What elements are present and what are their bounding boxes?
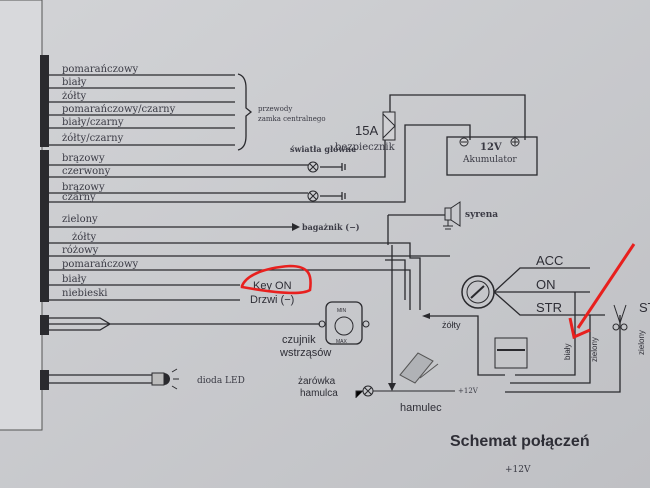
- alarm-unit: [0, 0, 43, 431]
- siren-icon: [443, 201, 461, 230]
- led-icon: [151, 372, 165, 386]
- sensor-label: czujnik: [282, 334, 316, 346]
- sensor-max: MAX: [336, 339, 348, 345]
- diagram-title: Schemat połączeń: [450, 433, 590, 450]
- wire-label: biały: [62, 77, 87, 88]
- wire-label: biały: [62, 274, 87, 285]
- central-lock-label: przewody: [258, 105, 292, 113]
- red-annotation-arrow: [576, 243, 636, 329]
- battery-voltage: 12V: [480, 142, 502, 153]
- trunk-arrow: [292, 223, 300, 231]
- relay-wire-label: biały: [563, 344, 572, 360]
- wire-label: pomarańczowy: [62, 259, 138, 270]
- central-lock-label: zamka centralnego: [258, 115, 326, 123]
- ignition-on: ON: [536, 277, 556, 292]
- sensor-min: MIN: [337, 308, 347, 314]
- wire-label: pomarańczowy/czarny: [62, 104, 176, 115]
- sensor-label: wstrząsów: [279, 347, 331, 359]
- fuse-rating: 15A: [355, 123, 378, 138]
- key-on-label: Key ON: [253, 280, 292, 292]
- bottom-12v: +12V: [505, 465, 531, 475]
- brake-light-label: żarówka: [298, 376, 336, 387]
- connector-1: [40, 55, 49, 147]
- battery: [446, 136, 538, 176]
- trunk-label: bagażnik (−): [302, 222, 360, 232]
- connector-2: [40, 150, 49, 302]
- led-label: dioda LED: [197, 376, 245, 386]
- wire-label: żółty/czarny: [62, 133, 124, 144]
- wire-label: brązowy: [62, 182, 105, 193]
- red-highlight-circle: [240, 264, 312, 295]
- wire-label: pomarańczowy: [62, 64, 138, 75]
- relay-wire-label: zielony: [637, 330, 646, 355]
- ignition-str: STR: [536, 300, 562, 315]
- brake-light-label: hamulca: [300, 388, 338, 399]
- headlight-lamp-icon: [307, 161, 319, 173]
- cut-wire-scissors-icon: [612, 304, 628, 331]
- wire-label: zielony: [62, 214, 98, 225]
- shock-sensor: [325, 301, 363, 345]
- sensor-plug: [49, 317, 320, 331]
- wire-label: biały/czarny: [62, 117, 124, 128]
- headlight-lamp-icon: [309, 192, 317, 200]
- battery-label: Akumulator: [462, 155, 517, 165]
- wire-label: niebieski: [62, 288, 107, 299]
- connector-4: [40, 370, 49, 390]
- sensitivity-knob-icon: [334, 316, 354, 336]
- wire-label: czarny: [62, 192, 96, 203]
- fuse-label: bezpiecznik: [335, 142, 396, 153]
- siren-label: syrena: [465, 210, 498, 220]
- headlight-lamp-icon: [309, 163, 317, 171]
- ignition-acc: ACC: [536, 253, 563, 268]
- central-lock-wires: [49, 73, 253, 151]
- yellow-wire-label: żółty: [442, 320, 461, 330]
- brake-12v: +12V: [458, 387, 479, 395]
- doors-label: Drzwi (−): [250, 294, 294, 306]
- headlight-lamp-icon: [307, 190, 319, 202]
- connector-3: [40, 315, 49, 335]
- wire-label: żółty: [72, 232, 97, 243]
- relay-wire-label: zielony: [590, 337, 599, 362]
- relay-icon: [494, 337, 528, 369]
- headlights-label: światła główne: [290, 144, 356, 154]
- wire-label: brązowy: [62, 153, 105, 164]
- brake-label: hamulec: [400, 402, 442, 414]
- st-label: ST: [639, 300, 650, 315]
- wire-label: czerwony: [62, 166, 111, 177]
- wire-label: różowy: [62, 245, 99, 256]
- wire-label: żółty: [62, 91, 87, 102]
- brake-switch-icon: [399, 352, 439, 384]
